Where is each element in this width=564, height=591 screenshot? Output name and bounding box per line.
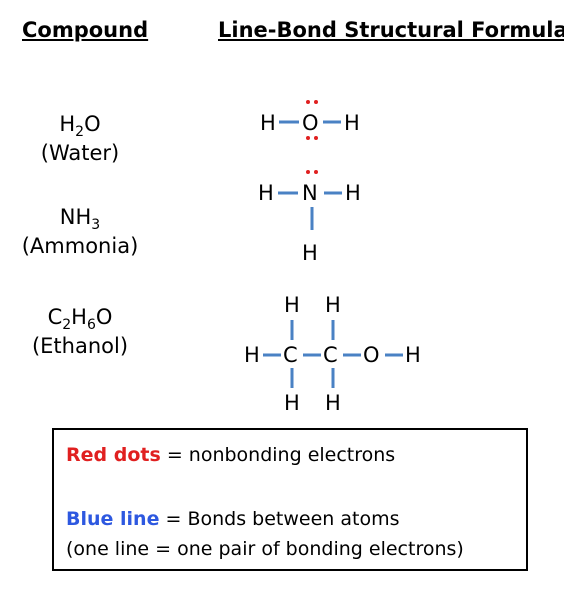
ammonia-atom-n: N bbox=[302, 181, 318, 205]
compound-header: Compound bbox=[22, 18, 149, 42]
ethanol-atom-h-top-1: H bbox=[284, 293, 300, 317]
name-ammonia: (Ammonia) bbox=[21, 234, 139, 258]
water-lone-pair-bottom bbox=[306, 136, 310, 140]
ammonia-lone-pair bbox=[306, 170, 310, 174]
formula-header: Line-Bond Structural Formula bbox=[218, 18, 564, 42]
name-ethanol: (Ethanol) bbox=[31, 334, 129, 358]
structural-formulas: H O H H N H H H H H C C O H bbox=[244, 100, 421, 415]
legend-red-term: Red dots bbox=[66, 444, 161, 466]
ammonia-lone-pair-dot bbox=[314, 170, 318, 174]
legend-blue-term: Blue line bbox=[66, 508, 160, 530]
water-structure: H O H bbox=[260, 100, 360, 140]
ammonia-atom-h-right: H bbox=[345, 181, 361, 205]
legend-box: Red dots = nonbonding electrons Blue lin… bbox=[52, 428, 528, 571]
ethanol-atom-o: O bbox=[363, 343, 380, 367]
compound-water: H2O (Water) bbox=[30, 110, 130, 168]
name-water: (Water) bbox=[40, 141, 120, 165]
ethanol-atom-c2: C bbox=[323, 343, 338, 367]
ammonia-structure: H N H H bbox=[258, 170, 361, 265]
water-lone-pair-bottom-dot bbox=[314, 136, 318, 140]
compound-ammonia: NH3 (Ammonia) bbox=[10, 203, 150, 261]
compound-ethanol: C2H6O (Ethanol) bbox=[20, 303, 140, 361]
legend-red-row: Red dots = nonbonding electrons bbox=[66, 444, 395, 466]
ethanol-structure: H H H C C O H H H bbox=[244, 293, 421, 415]
water-lone-pair-top-dot bbox=[314, 100, 318, 104]
formula-ammonia: NH3 bbox=[59, 205, 101, 234]
formula-ethanol: C2H6O bbox=[47, 305, 113, 334]
legend-blue-desc: = Bonds between atoms bbox=[159, 508, 400, 530]
water-atom-o: O bbox=[302, 111, 319, 135]
ethanol-atom-c1: C bbox=[283, 343, 298, 367]
ethanol-atom-h-left: H bbox=[244, 343, 260, 367]
water-lone-pair-top bbox=[306, 100, 310, 104]
ammonia-atom-h-bottom: H bbox=[302, 241, 318, 265]
ethanol-atom-h-bottom-2: H bbox=[325, 391, 341, 415]
ethanol-atom-h-top-2: H bbox=[325, 293, 341, 317]
ethanol-atom-h-bottom-1: H bbox=[284, 391, 300, 415]
water-atom-h-right: H bbox=[344, 111, 360, 135]
formula-water: H2O bbox=[59, 112, 101, 141]
water-atom-h-left: H bbox=[260, 111, 276, 135]
legend-red-desc: = nonbonding electrons bbox=[160, 444, 396, 466]
ethanol-atom-h-right: H bbox=[405, 343, 421, 367]
ammonia-atom-h-left: H bbox=[258, 181, 274, 205]
legend-note: (one line = one pair of bonding electron… bbox=[66, 538, 464, 560]
legend-blue-row: Blue line = Bonds between atoms bbox=[66, 508, 400, 530]
